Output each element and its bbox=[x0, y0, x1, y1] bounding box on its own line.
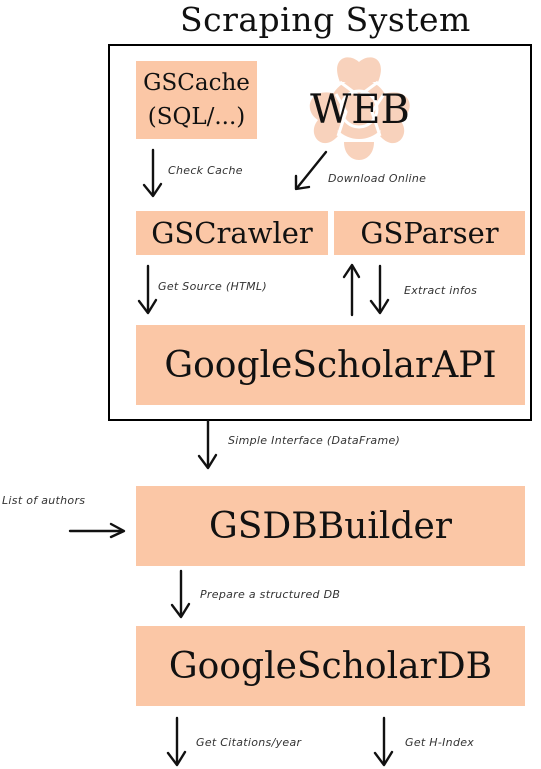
web-cloud-icon bbox=[309, 57, 410, 160]
extract-infos-arrow bbox=[369, 264, 390, 315]
download-online-label: Download Online bbox=[328, 172, 427, 185]
googlescholardb-label: GoogleScholarDB bbox=[168, 645, 493, 687]
web-node-label: WEB bbox=[310, 87, 410, 133]
diagram-title: Scraping System bbox=[180, 0, 471, 39]
parser-up-arrow bbox=[342, 263, 361, 317]
simple-interface-arrow bbox=[197, 419, 218, 470]
googlescholardb-node: GoogleScholarDB bbox=[136, 626, 525, 706]
gscache-subtitle: (SQL/...) bbox=[147, 104, 246, 130]
get-citations-arrow bbox=[166, 716, 187, 767]
gsparser-node: GSParser bbox=[334, 211, 525, 255]
get-hindex-arrow bbox=[373, 716, 394, 767]
check-cache-arrow bbox=[142, 148, 163, 198]
gscrawler-node: GSCrawler bbox=[136, 211, 328, 255]
get-source-arrow bbox=[137, 264, 158, 315]
extract-infos-label: Extract infos bbox=[404, 284, 478, 297]
list-of-authors-label: List of authors bbox=[2, 494, 86, 507]
gscache-node: GSCache (SQL/...) bbox=[136, 61, 257, 139]
gscache-name: GSCache bbox=[143, 70, 250, 96]
prepare-db-label: Prepare a structured DB bbox=[200, 588, 341, 601]
scraping-system-frame bbox=[108, 44, 532, 421]
gsdbbuilder-node: GSDBBuilder bbox=[136, 486, 525, 566]
gscrawler-label: GSCrawler bbox=[151, 216, 313, 250]
gsdbbuilder-label: GSDBBuilder bbox=[209, 505, 452, 547]
prepare-db-arrow bbox=[170, 569, 191, 619]
download-online-arrow bbox=[294, 150, 328, 191]
get-hindex-label: Get H-Index bbox=[405, 736, 475, 749]
googlescholarapi-label: GoogleScholarAPI bbox=[164, 344, 497, 386]
get-citations-label: Get Citations/year bbox=[196, 736, 302, 749]
simple-interface-label: Simple Interface (DataFrame) bbox=[228, 434, 401, 447]
gsparser-label: GSParser bbox=[360, 216, 499, 250]
check-cache-label: Check Cache bbox=[168, 164, 243, 177]
googlescholarapi-node: GoogleScholarAPI bbox=[136, 325, 525, 405]
list-of-authors-arrow bbox=[68, 522, 126, 539]
get-source-label: Get Source (HTML) bbox=[158, 280, 267, 293]
